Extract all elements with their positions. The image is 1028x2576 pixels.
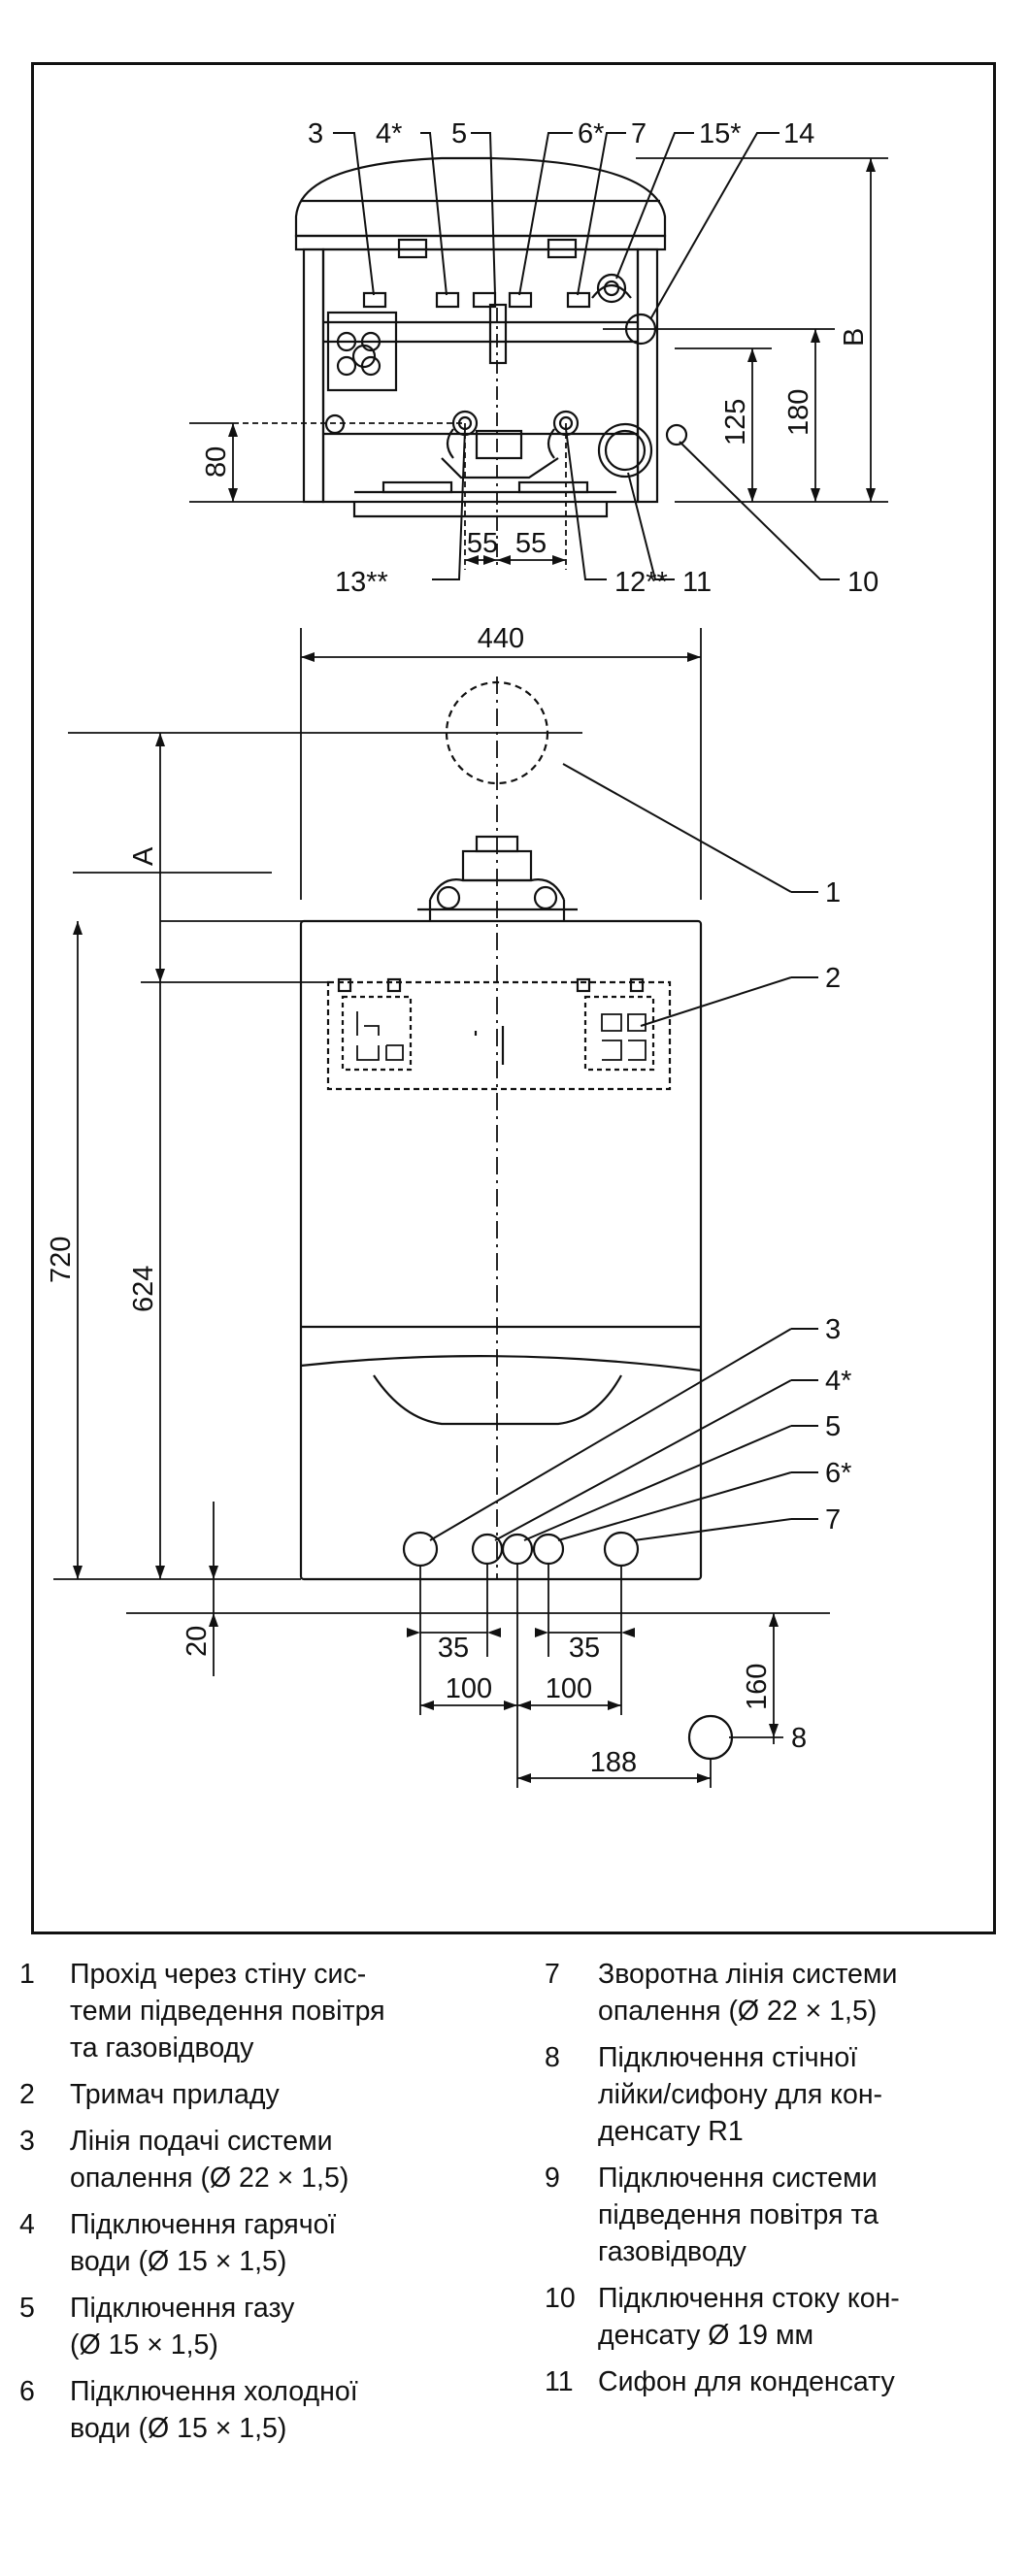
- callout-top-12: 12**: [614, 567, 668, 598]
- top-view-leader-lines: [333, 132, 840, 580]
- legend-item-text: Підключення газу (Ø 15 × 1,5): [70, 2293, 295, 2361]
- top-view-dimension-lines: [189, 157, 888, 570]
- dim-55-right: 55: [515, 528, 547, 559]
- legend-item: 5 Підключення газу (Ø 15 × 1,5): [19, 2290, 505, 2363]
- legend-item-text: Лінія подачі системи опалення (Ø 22 × 1,…: [70, 2126, 349, 2194]
- drawing-frame: 3 4* 5 6* 7 15* 14 13** 12** 11 10 80 55…: [31, 62, 996, 1934]
- dim-440: 440: [478, 623, 524, 654]
- dim-20: 20: [182, 1626, 213, 1657]
- dim-624: 624: [128, 1266, 159, 1312]
- legend-item: 9 Підключення системи підведення повітря…: [545, 2160, 1001, 2270]
- legend-item: 7 Зворотна лінія системи опалення (Ø 22 …: [545, 1956, 1001, 2030]
- dim-35-left: 35: [438, 1633, 469, 1664]
- legend-item: 11 Сифон для конденсату: [545, 2363, 1001, 2400]
- callout-top-11: 11: [682, 567, 712, 598]
- callout-top-4: 4*: [376, 118, 402, 149]
- legend-item-number: 10: [545, 2283, 576, 2314]
- callout-front-1: 1: [825, 877, 841, 908]
- legend-item-text: Підключення холодної води (Ø 15 × 1,5): [70, 2376, 358, 2444]
- front-view-dimension-lines: [53, 628, 830, 1788]
- callout-top-6: 6*: [578, 118, 604, 149]
- dim-100-right: 100: [546, 1673, 592, 1704]
- legend-item-number: 6: [19, 2376, 35, 2407]
- legend-item-text: Підключення стоку кон- денсату Ø 19 мм: [598, 2283, 900, 2351]
- legend-column-right: 7 Зворотна лінія системи опалення (Ø 22 …: [545, 1956, 1001, 2410]
- dim-100-left: 100: [446, 1673, 492, 1704]
- legend-item: 4 Підключення гарячої води (Ø 15 × 1,5): [19, 2206, 505, 2280]
- callout-front-5: 5: [825, 1411, 841, 1442]
- legend-item: 1 Прохід через стіну сис- теми підведенн…: [19, 1956, 505, 2066]
- dim-A: A: [128, 846, 159, 866]
- callout-top-15: 15*: [699, 118, 742, 149]
- dim-35-right: 35: [569, 1633, 600, 1664]
- dim-160: 160: [742, 1664, 773, 1710]
- legend-item-number: 3: [19, 2126, 35, 2157]
- callout-front-8: 8: [791, 1723, 807, 1754]
- legend-item-text: Підключення системи підведення повітря т…: [598, 2163, 879, 2267]
- callout-top-13: 13**: [335, 567, 388, 598]
- dim-B: B: [839, 328, 870, 347]
- callout-front-2: 2: [825, 963, 841, 994]
- legend-item: 8 Підключення стічної лійки/сифону для к…: [545, 2039, 1001, 2150]
- legend-item: 6 Підключення холодної води (Ø 15 × 1,5): [19, 2373, 505, 2447]
- display-digits-icon: [356, 1011, 647, 1061]
- dim-55-left: 55: [467, 528, 498, 559]
- dim-125: 125: [720, 399, 751, 446]
- callout-top-10: 10: [847, 567, 879, 598]
- legend-item-text: Сифон для конденсату: [598, 2366, 895, 2397]
- legend-item-number: 4: [19, 2209, 35, 2240]
- front-view-labels: 440 A 720 624 20 35 35 100 100 160 188 1…: [46, 623, 851, 1778]
- dim-188: 188: [590, 1747, 637, 1778]
- dim-80: 80: [201, 446, 232, 478]
- callout-front-3: 3: [825, 1314, 841, 1345]
- callout-top-3: 3: [308, 118, 323, 149]
- legend-item-number: 8: [545, 2042, 560, 2073]
- legend: 1 Прохід через стіну сис- теми підведенн…: [19, 1956, 1010, 2558]
- top-view-labels: 3 4* 5 6* 7 15* 14 13** 12** 11 10 80 55…: [201, 118, 879, 598]
- legend-item-number: 2: [19, 2079, 35, 2110]
- legend-item-number: 11: [545, 2366, 574, 2397]
- legend-item-text: Підключення гарячої води (Ø 15 × 1,5): [70, 2209, 337, 2277]
- legend-item-number: 5: [19, 2293, 35, 2324]
- callout-top-5: 5: [451, 118, 467, 149]
- callout-top-14: 14: [783, 118, 814, 149]
- front-view-arrowheads: [73, 652, 779, 1783]
- legend-item-text: Прохід через стіну сис- теми підведення …: [70, 1959, 385, 2064]
- dim-180: 180: [783, 389, 814, 436]
- callout-top-7: 7: [631, 118, 647, 149]
- legend-item-number: 1: [19, 1959, 35, 1990]
- legend-item: 2 Тримач приладу: [19, 2076, 505, 2113]
- callout-front-6: 6*: [825, 1458, 851, 1489]
- legend-column-left: 1 Прохід через стіну сис- теми підведенн…: [19, 1956, 505, 2457]
- front-view-leader-lines: [429, 763, 818, 1541]
- legend-item: 10 Підключення стоку кон- денсату Ø 19 м…: [545, 2280, 1001, 2354]
- legend-item-text: Зворотна лінія системи опалення (Ø 22 × …: [598, 1959, 898, 2027]
- boiler-front-view: [299, 680, 734, 1761]
- top-view-arrowheads: [228, 158, 876, 565]
- dim-720: 720: [46, 1237, 77, 1283]
- legend-item-number: 7: [545, 1959, 560, 1990]
- legend-item-text: Підключення стічної лійки/сифону для кон…: [598, 2042, 883, 2147]
- legend-item: 3 Лінія подачі системи опалення (Ø 22 × …: [19, 2123, 505, 2196]
- callout-front-4: 4*: [825, 1366, 851, 1397]
- legend-item-text: Тримач приладу: [70, 2079, 280, 2110]
- technical-drawing: 3 4* 5 6* 7 15* 14 13** 12** 11 10 80 55…: [46, 118, 888, 1788]
- boiler-top-view: [294, 156, 688, 518]
- callout-front-7: 7: [825, 1504, 841, 1536]
- legend-item-number: 9: [545, 2163, 560, 2194]
